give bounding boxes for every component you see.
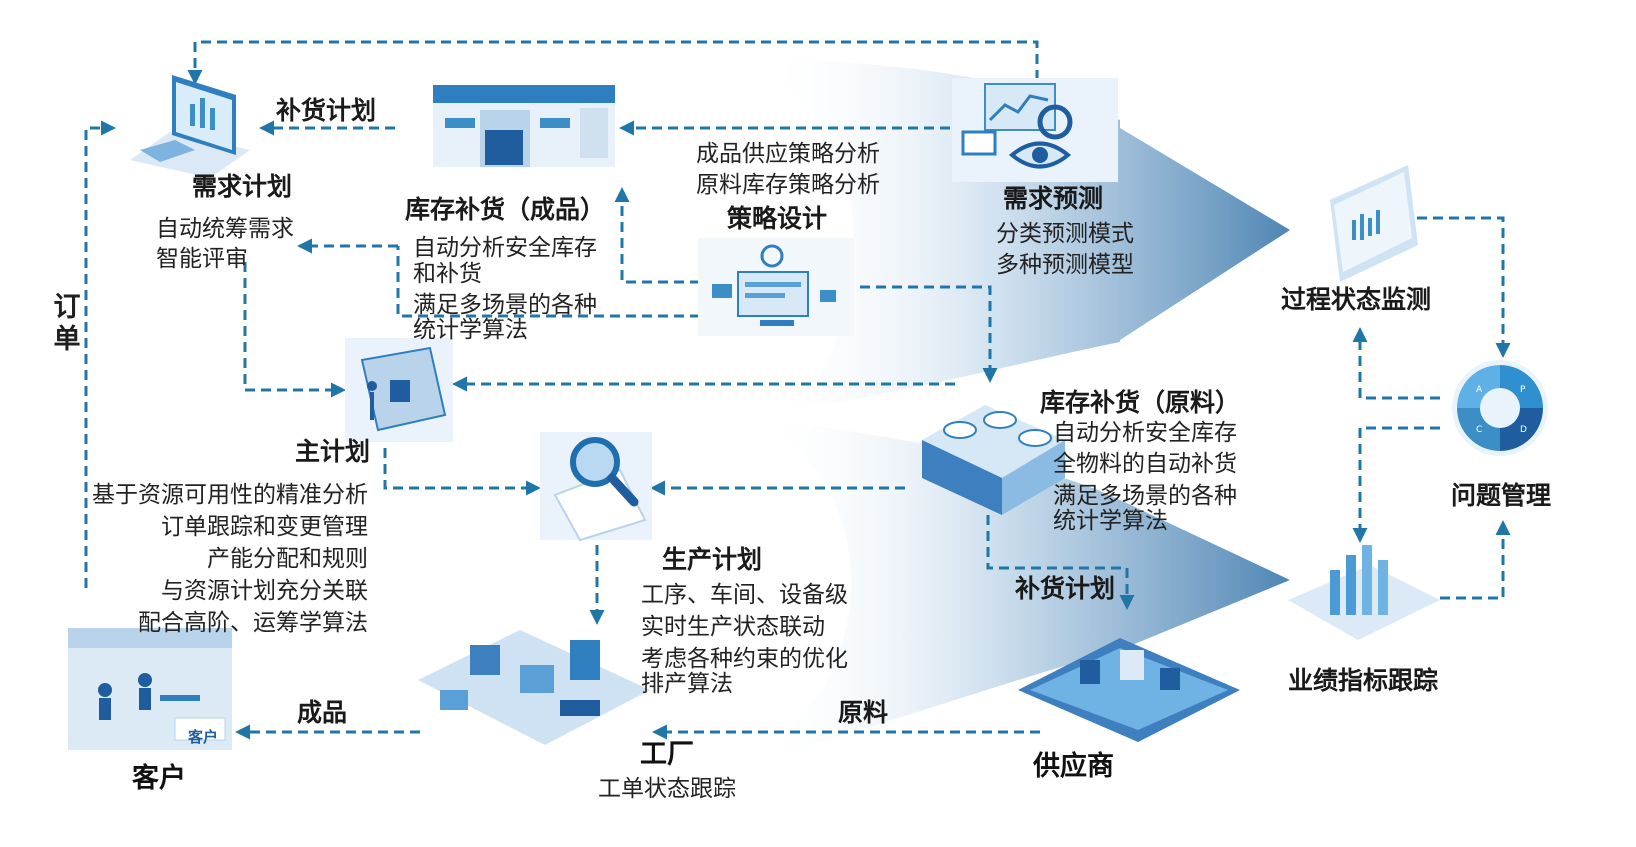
forecast-icon: [952, 78, 1118, 182]
forecast-desc-1: 分类预测模式: [996, 221, 1134, 247]
raw-replenish-desc-2: 全物料的自动补货: [1053, 451, 1237, 477]
production-plan-icon: [540, 432, 652, 542]
raw-warehouse-icon: [922, 405, 1065, 515]
kpi-tracking-icon: [1288, 545, 1440, 640]
raw-replenish-desc-4: 统计学算法: [1053, 508, 1168, 534]
demand-to-master: [243, 262, 346, 398]
pdca-a: A: [1476, 385, 1483, 395]
strategy-icon: [698, 238, 854, 336]
edge-label-raw-material: 原料: [838, 698, 889, 727]
strategy-to-master: [396, 246, 700, 318]
strategy-desc-1: 成品供应策略分析: [696, 141, 880, 167]
edge-label-replenish-plan-top: 补货计划: [276, 96, 377, 125]
fg-replenish-desc-4: 统计学算法: [413, 317, 528, 343]
master-to-prod: [383, 448, 541, 496]
strategy-desc-2: 原料库存策略分析: [696, 172, 880, 198]
fg-replenish-desc-2: 和补货: [413, 261, 482, 287]
strategy-title: 策略设计: [727, 204, 828, 233]
raw-replenish-title: 库存补货（原料）: [1040, 388, 1241, 417]
factory-title: 工厂: [640, 739, 694, 770]
raw-replenish-desc-1: 自动分析安全库存: [1053, 420, 1237, 446]
production-plan-desc-2: 实时生产状态联动: [641, 614, 825, 640]
production-plan-desc-1: 工序、车间、设备级: [641, 582, 848, 608]
kpi-to-issue: [1440, 520, 1511, 600]
demand-plan-desc-2: 智能评审: [156, 246, 248, 272]
customer-icon: [68, 628, 232, 750]
monitor-to-issue: [1417, 216, 1511, 358]
strategy-to-raw: [860, 285, 998, 383]
process-monitor-icon: [1330, 165, 1418, 282]
process-monitor-title: 过程状态监测: [1281, 285, 1432, 314]
fg-replenish-desc-1: 自动分析安全库存: [413, 235, 597, 261]
fg-replenish-desc-3: 满足多场景的各种: [413, 292, 597, 318]
master-plan-title: 主计划: [295, 437, 371, 466]
demand-plan-icon: [130, 75, 250, 178]
issue-mgmt-title: 问题管理: [1451, 481, 1552, 510]
factory-icon: [418, 630, 650, 745]
loop-top-to-demand: [187, 40, 1039, 85]
big-arrow-top: [760, 60, 1290, 410]
edge-label-finished-goods: 成品: [297, 698, 348, 727]
forecast-desc-2: 多种预测模型: [996, 252, 1134, 278]
issue-to-kpi: [1352, 426, 1440, 543]
fg-warehouse-icon: [433, 85, 615, 167]
pdca-c: C: [1476, 425, 1482, 435]
production-plan-desc-3: 考虑各种约束的优化: [641, 646, 848, 672]
raw-replenish-desc-3: 满足多场景的各种: [1053, 483, 1237, 509]
customer-order: [84, 120, 116, 588]
supplier-icon: [1018, 638, 1240, 742]
master-plan-desc-1: 基于资源可用性的精准分析: [92, 482, 368, 508]
big-arrow-bottom: [760, 420, 1290, 760]
master-plan-icon: [345, 338, 453, 442]
master-plan-desc-4: 与资源计划充分关联: [161, 578, 368, 604]
demand-plan-desc-1: 自动统筹需求: [156, 216, 294, 242]
master-plan-desc-3: 产能分配和规则: [207, 546, 368, 572]
pdca-p: P: [1520, 385, 1526, 395]
kpi-tracking-title: 业绩指标跟踪: [1288, 666, 1439, 695]
production-plan-title: 生产计划: [662, 545, 763, 574]
fg-replenish-title: 库存补货（成品）: [405, 195, 606, 224]
pdca-ring-icon: A P C D: [1452, 360, 1548, 456]
raw-to-supplier: [986, 515, 1135, 610]
production-plan-desc-4: 排产算法: [641, 671, 733, 697]
demand-plan-title: 需求计划: [192, 172, 293, 201]
customer-title: 客户: [132, 763, 186, 794]
edge-label-replenish-plan-bottom: 补货计划: [1015, 574, 1116, 603]
factory-desc-1: 工单状态跟踪: [598, 776, 736, 802]
issue-to-monitor: [1352, 327, 1440, 400]
supplier-title: 供应商: [1033, 751, 1114, 782]
edge-label-order-1: 订: [53, 292, 81, 323]
edge-label-order-2: 单: [53, 324, 81, 355]
strategy-to-fg: [614, 187, 700, 284]
pdca-d: D: [1520, 425, 1527, 435]
customer-tag: 客户: [188, 728, 219, 746]
forecast-title: 需求预测: [1003, 184, 1104, 213]
master-plan-desc-5: 配合高阶、运筹学算法: [138, 610, 368, 636]
master-plan-desc-2: 订单跟踪和变更管理: [161, 514, 368, 540]
